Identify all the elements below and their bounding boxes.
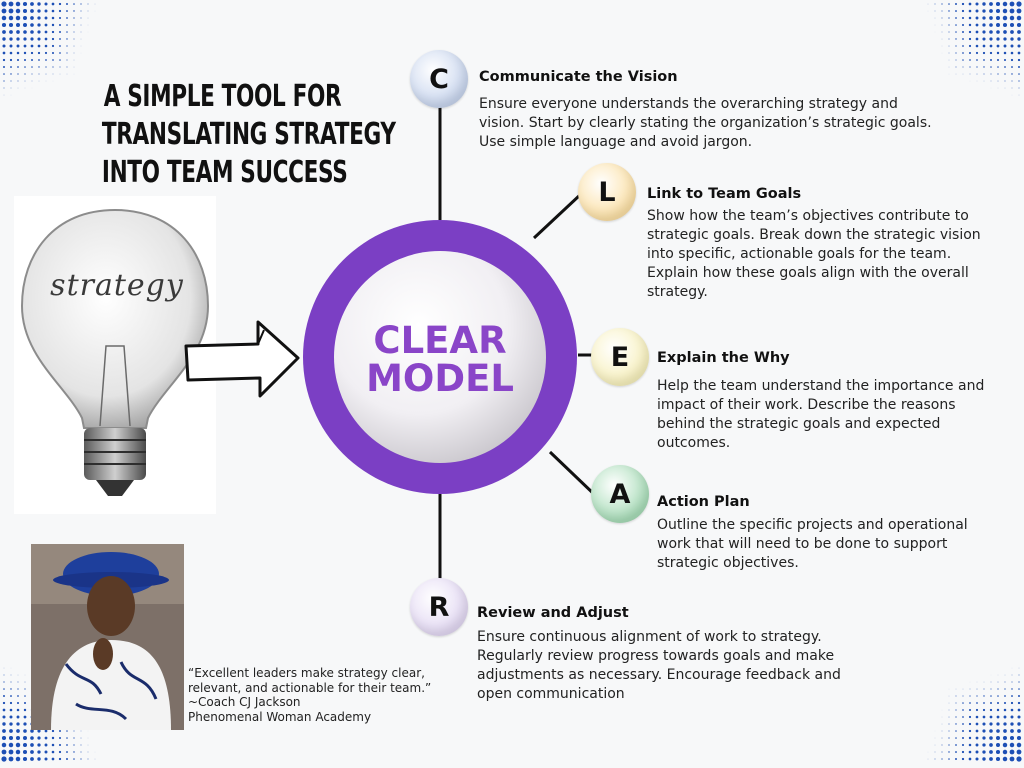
title-line-3: INTO TEAM SUCCESS	[101, 155, 348, 190]
step-r-description: Ensure continuous alignment of work to s…	[477, 629, 841, 702]
center-label-line2: MODEL	[366, 357, 514, 400]
step-l-letter: L	[598, 176, 616, 208]
lightbulb-icon	[20, 208, 210, 496]
step-e-description: Help the team understand the importance …	[657, 378, 985, 451]
step-l-description: Show how the team’s objectives contribut…	[647, 208, 981, 300]
step-r-badge: R	[410, 578, 468, 636]
step-r-letter: R	[428, 591, 450, 623]
step-e-badge: E	[591, 328, 649, 386]
quote-block: “Excellent leaders make strategy clear, …	[188, 666, 458, 724]
coach-photo	[31, 544, 184, 730]
step-l-badge: L	[578, 163, 636, 221]
step-e-letter: E	[610, 341, 630, 373]
step-a-description: Outline the specific projects and operat…	[657, 517, 968, 571]
quote-line-2: relevant, and actionable for their team.…	[188, 680, 432, 695]
step-c-letter: C	[429, 63, 449, 95]
bulb-word: strategy	[50, 268, 184, 303]
center-label-line1: CLEAR	[373, 319, 507, 362]
step-a-badge: A	[591, 465, 649, 523]
coach-portrait-icon	[31, 544, 184, 730]
step-c-description: Ensure everyone understands the overarch…	[479, 96, 932, 150]
quote-line-1: “Excellent leaders make strategy clear,	[188, 666, 425, 680]
step-c-title: Communicate the Vision	[479, 69, 678, 85]
step-l-title: Link to Team Goals	[647, 186, 802, 202]
step-a-title: Action Plan	[657, 494, 750, 510]
step-r-title: Review and Adjust	[477, 605, 629, 621]
step-c-badge: C	[410, 50, 468, 108]
lightbulb-illustration: strategy	[14, 196, 216, 514]
quote-organization: Phenomenal Woman Academy	[188, 709, 372, 724]
quote-attribution: ~Coach CJ Jackson	[188, 695, 301, 709]
step-a-letter: A	[609, 478, 631, 510]
center-label: CLEAR MODEL	[360, 322, 520, 398]
step-e-title: Explain the Why	[657, 350, 790, 366]
title-line-1: A SIMPLE TOOL FOR	[103, 79, 342, 114]
